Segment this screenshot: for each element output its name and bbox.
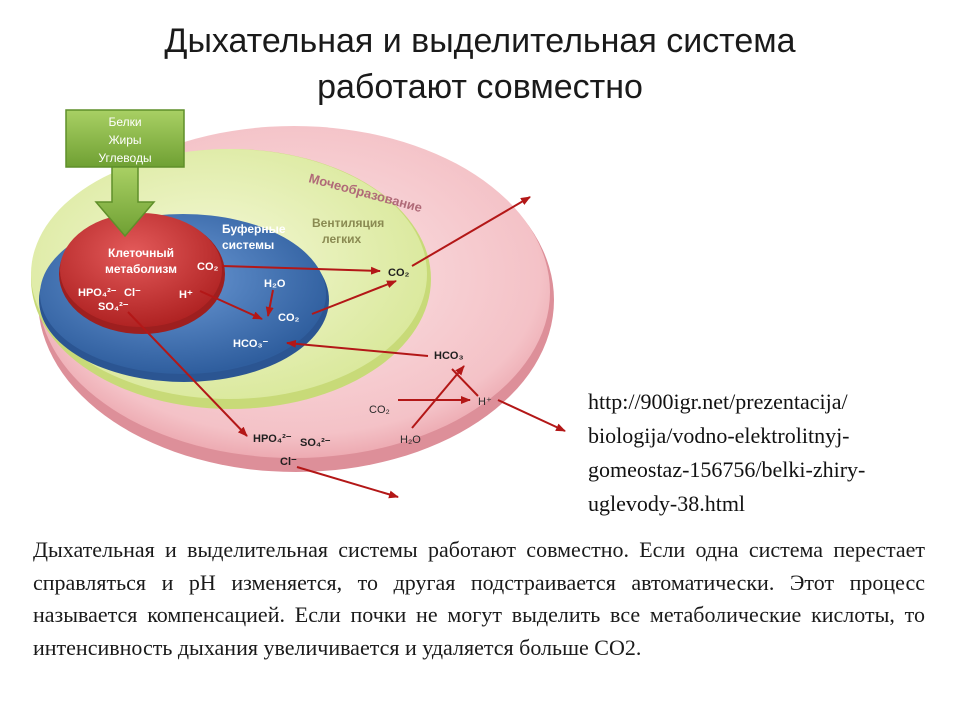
metabolism-label-line-2: метаболизм [105,262,177,276]
input-line-carbs: Углеводы [98,151,151,165]
ventilation-label-line-1: Вентиляция [312,216,384,230]
buffer-co2: CO₂ [278,312,300,324]
slide-title-line-2: работают совместно [317,68,643,106]
source-url-line-4: uglevody-38.html [588,491,746,516]
metabolism-label-line-1: Клеточный [108,246,174,260]
buffer-hco3: HCO₃⁻ [233,338,269,350]
input-line-fats: Жиры [108,133,141,147]
metabolism-co2: CO₂ [197,261,219,273]
cell-metabolism-circle [60,213,222,327]
arrow-co2-to-ventilation [221,265,381,275]
metabolism-h: H⁺ [179,289,193,301]
arrow-hco3-to-buffer [286,339,429,357]
kidney-co2: CO₂ [369,404,390,416]
ventilation-co2: CO₂ [388,267,410,279]
arrow-h2o-to-hco3 [411,365,465,429]
explanation-paragraph: Дыхательная и выделительная системы рабо… [33,537,925,660]
ventilation-label-line-2: легких [322,232,362,246]
kidney-cl: Cl⁻ [280,456,297,468]
source-url-line-1: http://900igr.net/prezentacija/ [588,389,848,414]
slide-title-line-1: Дыхательная и выделительная система [164,22,796,60]
arrow-ions-to-kidney [127,311,248,437]
kidney-h2o: H₂O [400,434,421,446]
kidney-h: H⁺ [478,396,492,408]
buffer-label-line-2: системы [222,238,274,252]
buffer-h2o: H₂O [264,278,286,290]
nutrients-input-arrow [65,109,185,238]
input-line-proteins: Белки [108,115,141,129]
arrow-h-to-buffer [199,290,263,320]
arrow-ventilation-out [411,196,531,267]
arrow-kidney-out [296,466,399,499]
kidney-so4: SO₄²⁻ [300,437,331,449]
metabolism-hpo4: HPO₄²⁻ [78,287,117,299]
arrow-buffer-co2-to-ventilation [311,280,397,315]
arrow-h2o-to-co2 [265,289,274,317]
slide-title: Дыхательная и выделительная система рабо… [0,18,960,110]
source-url-line-2: biologija/vodno-elektrolitnyj- [588,423,850,448]
arrow-hco3-cross [451,368,479,397]
arrow-h-out [497,399,566,432]
source-url-line-3: gomeostaz-156756/belki-zhiry- [588,457,866,482]
metabolism-so4: SO₄²⁻ [98,301,129,313]
source-url: http://900igr.net/prezentacija/ biologij… [588,385,938,521]
kidney-hpo4: HPO₄²⁻ [253,433,292,445]
kidney-hco3: HCO₃ [434,350,464,362]
metabolism-cl: Cl⁻ [124,287,141,299]
buffer-label-line-1: Буферные [222,222,286,236]
